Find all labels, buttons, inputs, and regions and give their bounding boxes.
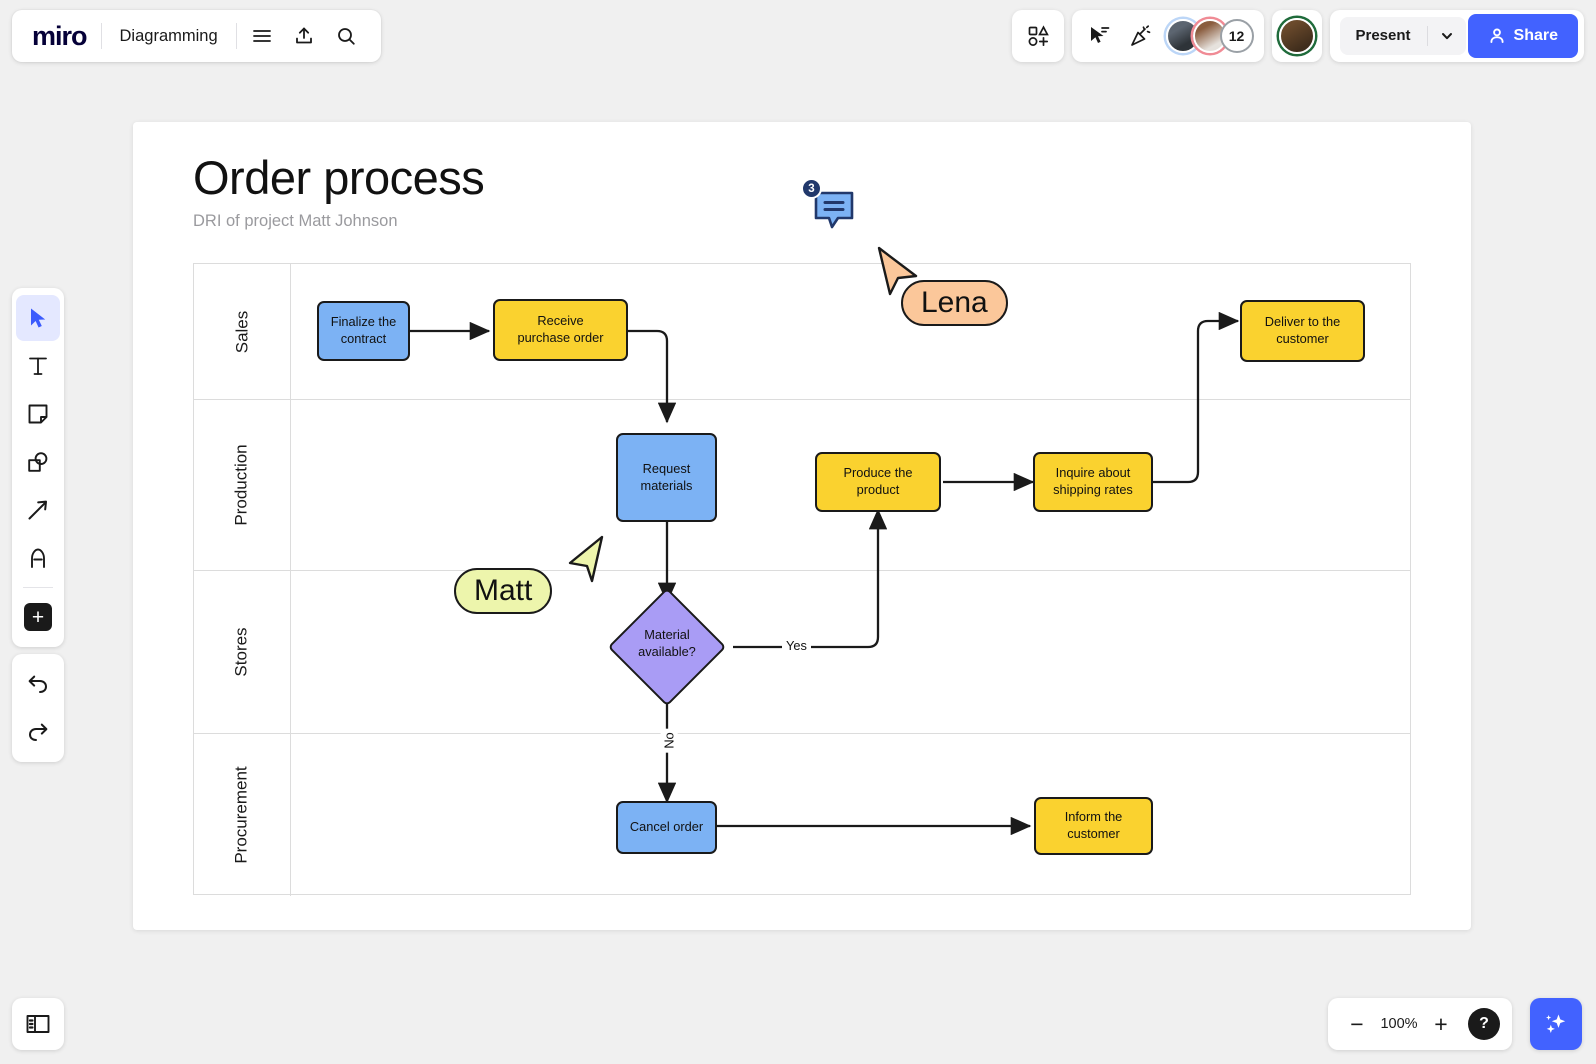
node-label: Deliver to the customer xyxy=(1264,314,1341,346)
node-receive-purchase-order[interactable]: Receive purchase order xyxy=(493,299,628,361)
comment-count-badge: 3 xyxy=(801,178,822,199)
swimlane-label: Production xyxy=(232,444,251,526)
help-button[interactable]: ? xyxy=(1468,1008,1500,1040)
node-produce-product[interactable]: Produce the product xyxy=(815,452,941,512)
more-apps-tool[interactable]: + xyxy=(16,594,60,640)
node-request-materials[interactable]: Request materials xyxy=(616,433,717,522)
node-label: Receive purchase order xyxy=(517,313,604,345)
zoom-out-button[interactable]: − xyxy=(1350,1010,1364,1037)
node-label: Request materials xyxy=(640,460,693,493)
topbar-left: miro Diagramming xyxy=(12,10,381,62)
zoom-in-button[interactable]: + xyxy=(1434,1010,1448,1037)
edge-label-no: No xyxy=(660,728,678,753)
present-group: Present xyxy=(1339,17,1466,55)
swimlane-header[interactable]: Production xyxy=(194,400,291,570)
comment-pin[interactable]: 3 xyxy=(801,178,858,240)
sticky-note-tool[interactable] xyxy=(16,391,60,437)
swimlane-sales[interactable]: Sales xyxy=(194,264,1410,400)
share-button[interactable]: Share xyxy=(1467,14,1578,58)
node-label: Inform the customer xyxy=(1064,809,1123,841)
swimlane-label: Stores xyxy=(231,627,251,677)
board-title[interactable]: Diagramming xyxy=(119,26,218,45)
swimlane-production[interactable]: Production xyxy=(194,400,1410,571)
swimlane-stores[interactable]: Stores xyxy=(194,571,1410,734)
divider xyxy=(100,23,102,49)
current-user-card xyxy=(1271,10,1322,62)
swimlane-header[interactable]: Sales xyxy=(194,264,291,399)
divider xyxy=(23,587,53,588)
miro-logo[interactable]: miro xyxy=(32,20,88,51)
swimlane-procurement[interactable]: Procurement xyxy=(194,734,1410,896)
page-subtitle[interactable]: DRI of project Matt Johnson xyxy=(193,212,398,230)
divider xyxy=(1426,26,1428,46)
node-cancel-order[interactable]: Cancel order xyxy=(616,801,717,854)
select-tool[interactable] xyxy=(16,295,60,341)
cursor-label-matt: Matt xyxy=(454,568,553,614)
node-label: Cancel order xyxy=(629,819,704,835)
zoom-level-label[interactable]: 100% xyxy=(1380,1016,1418,1032)
node-inquire-shipping-rates[interactable]: Inquire about shipping rates xyxy=(1033,452,1153,512)
text-tool[interactable] xyxy=(16,343,60,389)
swimlane-label: Sales xyxy=(232,310,251,353)
upload-icon[interactable] xyxy=(283,15,325,57)
ai-assistant-button[interactable] xyxy=(1530,998,1582,1050)
collaborator-count[interactable]: 12 xyxy=(1219,19,1254,53)
node-label: Finalize the contract xyxy=(330,314,397,346)
shapes-add-icon[interactable] xyxy=(1017,15,1059,57)
cursor-matt xyxy=(562,535,606,588)
present-button[interactable]: Present xyxy=(1355,27,1411,44)
page-title[interactable]: Order process xyxy=(193,151,485,204)
topbar-right: 12 Present Share xyxy=(1011,10,1584,62)
node-label: Inquire about shipping rates xyxy=(1053,465,1133,497)
left-toolbar: + xyxy=(12,288,64,647)
swimlane-label: Procurement xyxy=(232,766,252,864)
menu-icon[interactable] xyxy=(241,15,283,57)
collaborator-avatars[interactable]: 12 xyxy=(1162,19,1258,53)
chevron-down-icon[interactable] xyxy=(1428,29,1466,43)
cursor-label-lena: Lena xyxy=(901,280,1008,326)
node-finalize-contract[interactable]: Finalize the contract xyxy=(317,301,410,361)
swimlane-header[interactable]: Procurement xyxy=(194,734,291,896)
zoom-controls: − 100% + ? xyxy=(1328,998,1512,1050)
connector-tool[interactable] xyxy=(16,487,60,533)
collab-card: 12 xyxy=(1071,10,1264,62)
cursor-share-icon[interactable] xyxy=(1078,15,1120,57)
node-inform-customer[interactable]: Inform the customer xyxy=(1034,797,1153,855)
party-popper-icon[interactable] xyxy=(1120,15,1162,57)
plus-icon: + xyxy=(24,603,52,631)
undo-button[interactable] xyxy=(16,661,60,707)
history-toolbar xyxy=(12,654,64,762)
shapes-tool[interactable] xyxy=(16,439,60,485)
cursor-lena xyxy=(875,246,921,303)
present-card: Present Share xyxy=(1329,10,1584,62)
canvas-board[interactable]: Order process DRI of project Matt Johnso… xyxy=(133,122,1471,930)
avatar-current-user[interactable] xyxy=(1278,18,1315,54)
node-deliver-to-customer[interactable]: Deliver to the customer xyxy=(1240,300,1365,362)
pen-tool[interactable] xyxy=(16,535,60,581)
divider xyxy=(235,23,237,49)
shapes-panel-card xyxy=(1011,10,1064,62)
search-icon[interactable] xyxy=(325,15,367,57)
toggle-panel-button[interactable] xyxy=(12,998,64,1050)
share-label: Share xyxy=(1513,27,1558,44)
redo-button[interactable] xyxy=(16,709,60,755)
node-label: Produce the product xyxy=(843,465,913,497)
edge-label-yes: Yes xyxy=(782,637,811,654)
swimlane-header[interactable]: Stores xyxy=(194,571,291,733)
